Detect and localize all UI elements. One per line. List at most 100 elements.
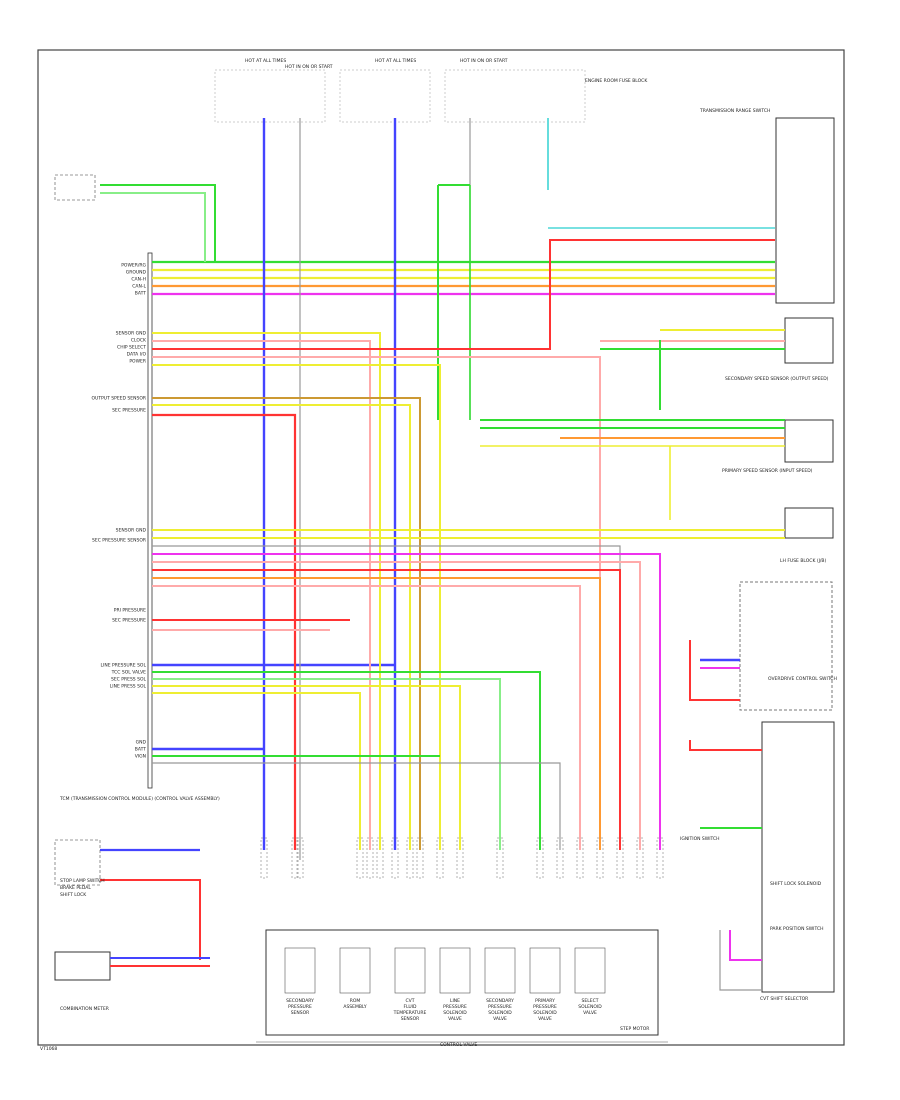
fuse-top-1: HOT AT ALL TIMES xyxy=(245,58,286,64)
lower-pink-2 xyxy=(152,585,581,850)
transmission-range-switch-box xyxy=(775,117,835,304)
cvt-shift-selector-label: CVT SHIFT SELECTOR xyxy=(760,996,808,1002)
line-sol-green xyxy=(152,671,541,850)
control-valve-item-label: SECONDARY xyxy=(286,998,314,1004)
lower-pink xyxy=(152,561,641,850)
connector-pin xyxy=(636,837,644,879)
control-valve-item-label: PRESSURE xyxy=(443,1004,467,1010)
transmission-range-label: TRANSMISSION RANGE SWITCH xyxy=(699,108,770,114)
tcm-pin-label: SEC PRESSURE xyxy=(112,618,146,624)
output-speed-wire xyxy=(152,397,421,850)
clock-wire xyxy=(152,340,371,850)
control-valve-item-label: PRESSURE xyxy=(488,1004,512,1010)
tcm-pin-label: PRI PRESSURE xyxy=(114,608,146,614)
connector-pin xyxy=(616,837,624,879)
control-valve-title: CONTROL VALVE xyxy=(440,1042,477,1048)
bottom-left-stop-lamp-box xyxy=(54,839,101,886)
control-valve-item-label: SOLENOID xyxy=(488,1010,512,1016)
connector-pin xyxy=(436,837,444,879)
connector-pin xyxy=(366,837,374,879)
tcm-pin-label: BATT xyxy=(135,291,146,297)
secondary-speed-label: SECONDARY SPEED SENSOR (OUTPUT SPEED) xyxy=(725,376,829,382)
control-valve-item-box xyxy=(394,947,426,994)
tcm-pin-label: OUTPUT SPEED SENSOR xyxy=(91,396,146,402)
lower-red xyxy=(152,569,621,850)
control-valve-item-box xyxy=(529,947,561,994)
control-valve-item-label: SECONDARY xyxy=(486,998,514,1004)
tcm-pin-label: SEC PRESSURE xyxy=(112,408,146,414)
primary-speed-label: PRIMARY SPEED SENSOR (INPUT SPEED) xyxy=(722,468,813,474)
tcm-pin-label: CAN-H xyxy=(131,277,146,283)
tcm-label: TCM (TRANSMISSION CONTROL MODULE) (CONTR… xyxy=(59,796,220,802)
output-speed-yellow xyxy=(152,404,411,850)
tcm-pin-label: LINE PRESSURE SOL xyxy=(101,663,147,669)
diagram-frame xyxy=(37,49,845,1046)
tcm-pin-label: SENSOR GND xyxy=(116,528,147,534)
connector-pin xyxy=(260,837,268,879)
control-valve-item-box xyxy=(484,947,516,994)
control-valve-item-label: VALVE xyxy=(583,1010,597,1016)
connector-pin xyxy=(456,837,464,879)
data-wire xyxy=(152,356,601,850)
lower-orange xyxy=(152,577,601,850)
connector-pin xyxy=(556,837,564,879)
control-valve-item-label: PRESSURE xyxy=(288,1004,312,1010)
connector-pin xyxy=(391,837,399,879)
connector-pin xyxy=(576,837,584,879)
overdrive-red xyxy=(689,640,740,701)
tcc-sol-green xyxy=(152,678,501,850)
control-valve-item-label: SOLENOID xyxy=(443,1010,467,1016)
control-valve-item-label: VALVE xyxy=(538,1016,552,1022)
tcm-pin-label: POWER/RG xyxy=(121,263,146,269)
control-valve-item-label: PRESSURE xyxy=(533,1004,557,1010)
control-valve-item-label: ROM xyxy=(350,998,361,1004)
lower-gray xyxy=(152,545,621,850)
fuse-block-2 xyxy=(339,69,431,123)
connector-pin xyxy=(356,837,364,879)
bottom-left-line-1: STOP LAMP SWITCH xyxy=(60,878,105,884)
lower-magenta xyxy=(152,553,661,850)
overdrive-label: OVERDRIVE CONTROL SWITCH xyxy=(768,676,837,682)
left-sensor-wire-2 xyxy=(100,192,206,262)
control-valve-item-label: ASSEMBLY xyxy=(343,1004,367,1010)
sec-pressure-red xyxy=(152,413,297,850)
fuse-top-2: HOT IN ON OR START xyxy=(285,64,333,70)
control-valve-item-label: PRIMARY xyxy=(535,998,555,1004)
sec-sol-yellow xyxy=(152,685,461,850)
tcm-pin-label: BATT xyxy=(135,747,146,753)
lh-fuse-label: LH FUSE BLOCK (J/B) xyxy=(780,558,827,564)
control-valve-item-box xyxy=(439,947,471,994)
shift-lock-label: SHIFT LOCK SOLENOID xyxy=(770,881,822,887)
tcm-pin-label: DATA I/O xyxy=(127,352,147,358)
step-motor-label: STEP MOTOR xyxy=(620,1026,649,1032)
fuse-block-1 xyxy=(214,69,326,123)
control-valve-item-label: CVT xyxy=(406,998,415,1004)
tcm-pin-label: GROUND xyxy=(126,270,147,276)
connector-pin xyxy=(656,837,664,879)
tcm-pin-label: SEC PRESSURE SENSOR xyxy=(92,538,146,544)
vign-gray xyxy=(152,762,561,850)
control-valve-item-label: SENSOR xyxy=(291,1010,310,1016)
control-valve-item-label: SOLENOID xyxy=(578,1004,602,1010)
top-fuse-group xyxy=(214,69,586,123)
selector-gray xyxy=(719,930,762,991)
connector-pin xyxy=(406,837,414,879)
overdrive-switch-box xyxy=(739,581,833,711)
connector-pin xyxy=(496,837,504,879)
selector-magenta xyxy=(729,930,762,961)
footer-left-label: VT1068 xyxy=(40,1046,57,1052)
fuse-block-3 xyxy=(444,69,586,123)
control-valve-item-box xyxy=(574,947,606,994)
control-valve-item-label: VALVE xyxy=(493,1016,507,1022)
bottom-left-line-3: SHIFT LOCK xyxy=(60,892,87,898)
chip-select-wire xyxy=(152,239,775,350)
line-sol-yellow xyxy=(152,692,361,850)
control-valve-item-label: FLUID xyxy=(404,1004,417,1010)
tcm-pin-label: CHIP SELECT xyxy=(117,345,146,351)
control-valve-item-label: SELECT xyxy=(582,998,599,1004)
control-valve-item-label: TEMPERATURE xyxy=(393,1010,427,1016)
secondary-speed-sensor-box xyxy=(784,317,834,364)
primary-speed-sensor-box xyxy=(784,419,834,463)
